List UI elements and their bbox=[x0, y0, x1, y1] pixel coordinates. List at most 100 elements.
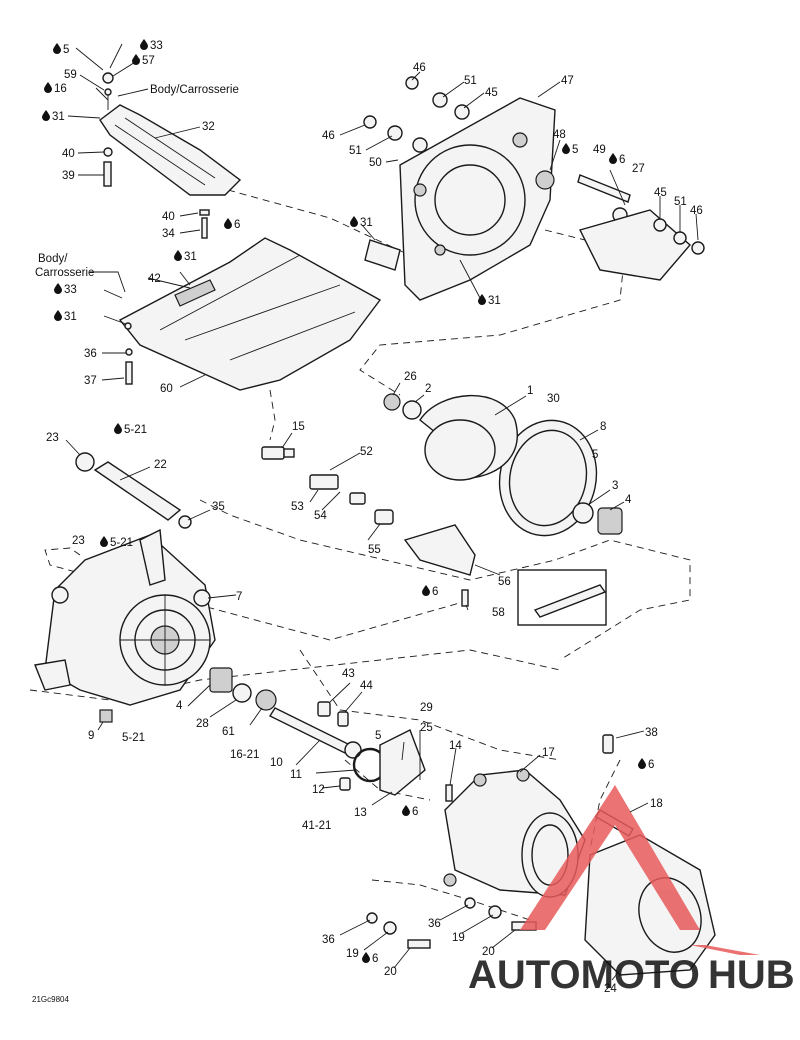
callout-25: 25 bbox=[420, 722, 433, 734]
callout-22: 22 bbox=[154, 459, 167, 471]
part-10-drive-shaft bbox=[209, 667, 453, 802]
callout-9: 9 bbox=[88, 730, 94, 742]
part-4-splined bbox=[597, 507, 623, 535]
callout-20-b: 20 bbox=[384, 966, 397, 978]
callout-4-a: 4 bbox=[625, 494, 632, 506]
callout-8: 8 bbox=[600, 421, 606, 433]
body-label-top: Body/Carrosserie bbox=[150, 84, 239, 96]
callout-36-a: 36 bbox=[84, 348, 97, 360]
callout-6-b: 6 bbox=[619, 154, 625, 166]
part-17-venturi bbox=[443, 768, 586, 898]
figure-code: 21Gc9804 bbox=[32, 995, 69, 1004]
bolt-37-icon bbox=[125, 361, 133, 385]
callout-50: 50 bbox=[369, 157, 382, 169]
callout-5-d: 5 bbox=[375, 730, 381, 742]
callout-leaders bbox=[65, 43, 699, 981]
part-13-cover bbox=[379, 729, 426, 796]
lubricant-drop-icon bbox=[100, 536, 108, 547]
part-22-shaft-tube bbox=[75, 452, 192, 529]
callout-56: 56 bbox=[498, 576, 511, 588]
lubricant-drop-icon bbox=[132, 54, 140, 65]
lubricant-drop-icon bbox=[422, 585, 430, 596]
callout-14: 14 bbox=[449, 740, 462, 752]
callout-44: 44 bbox=[360, 680, 373, 692]
callout-31-e: 31 bbox=[64, 311, 77, 323]
part-1-impeller bbox=[383, 393, 518, 481]
callout-43: 43 bbox=[342, 668, 355, 680]
callout-26: 26 bbox=[404, 371, 417, 383]
lubricant-drop-icon bbox=[562, 143, 570, 154]
watermark-brand-left: AUTOMOTO bbox=[468, 953, 700, 997]
callout-28: 28 bbox=[196, 718, 209, 730]
callout-2: 2 bbox=[425, 383, 431, 395]
callout-6-f: 6 bbox=[372, 953, 378, 965]
callout-5-b: 5 bbox=[572, 144, 578, 156]
callout-5-21-c: 5-21 bbox=[122, 732, 145, 744]
callout-5-a: 5 bbox=[63, 44, 69, 56]
callout-5-21-a: 5-21 bbox=[124, 424, 147, 436]
callout-30: 30 bbox=[547, 393, 560, 405]
callout-6-d: 6 bbox=[412, 806, 418, 818]
callout-51-a: 51 bbox=[464, 75, 477, 87]
part-3-4-bushing bbox=[572, 502, 623, 535]
lubricant-drop-icon bbox=[174, 250, 182, 261]
part-60-belly-pan bbox=[118, 237, 382, 391]
hardware-lower bbox=[366, 897, 537, 949]
part-15-connector bbox=[261, 446, 295, 460]
lubricant-drop-icon bbox=[224, 218, 232, 229]
lubricant-drop-icon bbox=[42, 110, 50, 121]
lubricant-drop-icon bbox=[350, 216, 358, 227]
callout-31-d: 31 bbox=[184, 251, 197, 263]
callout-19-b: 19 bbox=[452, 932, 465, 944]
callout-31-c: 31 bbox=[488, 295, 501, 307]
callout-51-b: 51 bbox=[349, 145, 362, 157]
part-56-inset-box bbox=[517, 569, 607, 626]
callout-1: 1 bbox=[527, 385, 533, 397]
callout-13: 13 bbox=[354, 807, 367, 819]
callout-49: 49 bbox=[593, 144, 606, 156]
callout-40-a: 40 bbox=[62, 148, 75, 160]
callout-46-a: 46 bbox=[413, 62, 426, 74]
washers-upper bbox=[363, 76, 705, 281]
callout-27: 27 bbox=[632, 163, 645, 175]
callout-15: 15 bbox=[292, 421, 305, 433]
callout-5-21-b: 5-21 bbox=[110, 537, 133, 549]
body-label-left-2: Carrosserie bbox=[35, 267, 94, 279]
callout-31-b: 31 bbox=[360, 217, 373, 229]
lubricant-drop-icon bbox=[53, 43, 61, 54]
callout-labels: 5 33 57 59 16 31 32 40 39 40 34 6 46 51 … bbox=[42, 39, 703, 995]
watermark-triangle-accent bbox=[690, 945, 760, 955]
callout-46-c: 46 bbox=[690, 205, 703, 217]
callout-3: 3 bbox=[612, 480, 618, 492]
watermark-brand-right: HUB bbox=[708, 953, 795, 997]
callout-52: 52 bbox=[360, 446, 373, 458]
callout-51-c: 51 bbox=[674, 196, 687, 208]
nut-57-icon bbox=[102, 72, 114, 84]
bolt-34-icon bbox=[201, 217, 208, 239]
callout-35: 35 bbox=[212, 501, 225, 513]
callout-23-b: 23 bbox=[72, 535, 85, 547]
callout-10: 10 bbox=[270, 757, 283, 769]
part-52-sensor-group bbox=[309, 474, 607, 626]
lubricant-drop-icon bbox=[140, 39, 148, 50]
callout-61: 61 bbox=[222, 726, 235, 738]
lubricant-drop-icon bbox=[362, 952, 370, 963]
callout-12: 12 bbox=[312, 784, 325, 796]
callout-11: 11 bbox=[290, 769, 302, 781]
callout-6-e: 6 bbox=[648, 759, 654, 771]
part-38-screw bbox=[602, 734, 614, 754]
lubricant-drop-icon bbox=[114, 423, 122, 434]
part-8-wear-ring bbox=[498, 419, 598, 537]
body-label-left-1: Body/ bbox=[38, 253, 68, 265]
lubricant-drop-icon bbox=[402, 805, 410, 816]
callout-42: 42 bbox=[148, 273, 161, 285]
part-42-decal bbox=[174, 279, 216, 307]
callout-7: 7 bbox=[236, 591, 242, 603]
callout-23-a: 23 bbox=[46, 432, 59, 444]
lubricant-drop-icon bbox=[609, 153, 617, 164]
callout-24: 24 bbox=[604, 983, 617, 995]
callout-53: 53 bbox=[291, 501, 304, 513]
callout-19-a: 19 bbox=[346, 948, 359, 960]
callout-17: 17 bbox=[542, 747, 555, 759]
callout-41-21: 41-21 bbox=[302, 820, 331, 832]
